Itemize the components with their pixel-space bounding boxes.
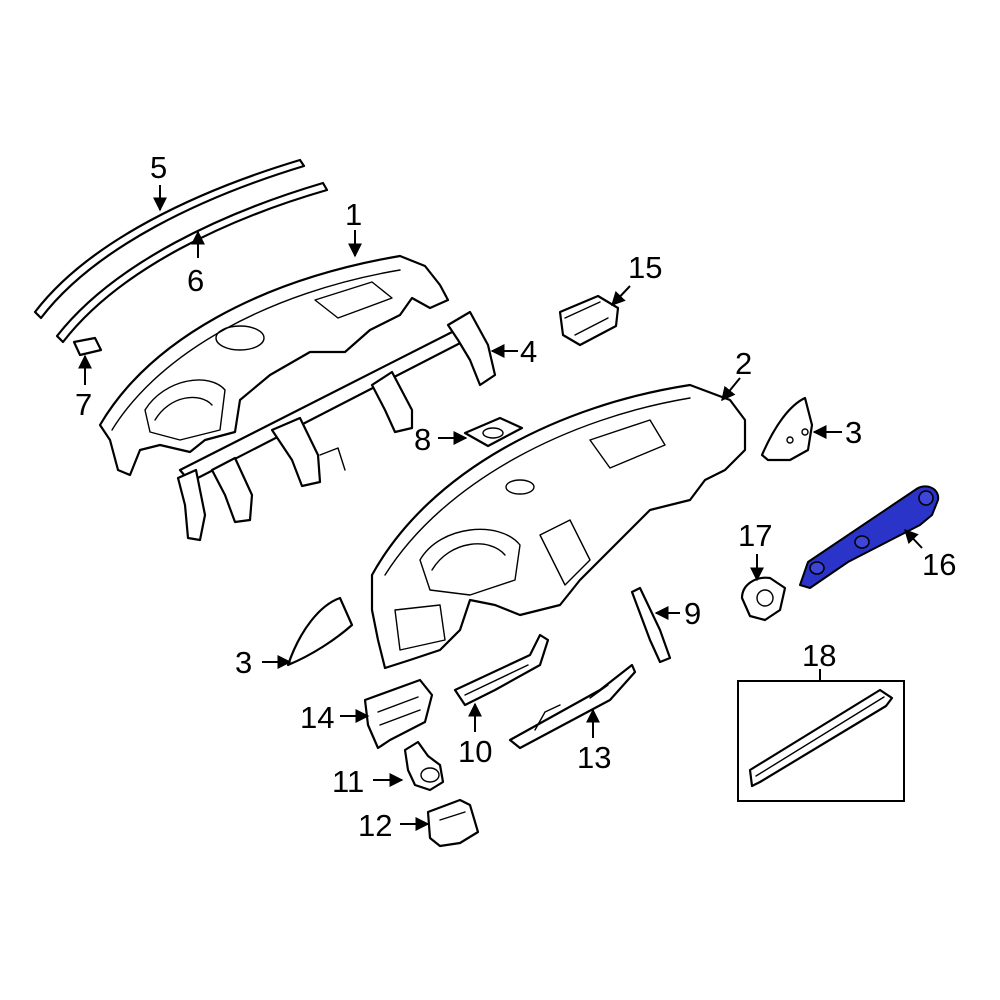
part-13-knee-trim[interactable] <box>508 663 637 750</box>
part-10-lower-trim[interactable] <box>453 633 550 707</box>
part-17-switch-cover[interactable] <box>740 576 787 622</box>
callout-9: 9 <box>684 596 701 631</box>
part-5-trim-strip[interactable] <box>33 158 306 320</box>
callout-12: 12 <box>358 808 392 843</box>
part-7-clip[interactable] <box>72 336 103 357</box>
callout-13: 13 <box>577 740 611 775</box>
part-2-instrument-panel[interactable] <box>370 383 747 670</box>
callout-6: 6 <box>187 263 204 298</box>
callout-5: 5 <box>150 150 167 185</box>
callout-8: 8 <box>414 422 431 457</box>
part-9-trim[interactable] <box>630 586 672 664</box>
callout-1: 1 <box>345 197 362 232</box>
callout-4: 4 <box>520 334 537 369</box>
callout-3-right: 3 <box>845 415 862 450</box>
part-6-trim-strip[interactable] <box>55 181 329 344</box>
part-3-end-cap-right[interactable] <box>760 396 814 462</box>
callout-3-left: 3 <box>235 645 252 680</box>
callout-17: 17 <box>738 518 772 553</box>
callout-14: 14 <box>300 700 334 735</box>
part-15-switch[interactable] <box>558 294 620 347</box>
part-16-bracket[interactable] <box>799 485 940 589</box>
leader-lines <box>78 185 923 831</box>
part-18-inset[interactable] <box>737 680 905 802</box>
callout-15: 15 <box>628 250 662 285</box>
bracket-hole-1 <box>809 561 825 575</box>
part-1-upper-dash-panel[interactable] <box>98 254 450 477</box>
callout-7: 7 <box>75 387 92 422</box>
bracket-hole-2 <box>854 535 870 549</box>
callout-16: 16 <box>922 547 956 582</box>
part-3-end-cap-left[interactable] <box>286 596 354 667</box>
part-14-vent-housing[interactable] <box>363 678 434 750</box>
callout-11: 11 <box>332 764 364 799</box>
bracket-hole-3 <box>918 490 934 506</box>
callout-labels: 5 6 1 7 4 15 8 2 3 3 9 17 16 18 14 10 13… <box>75 150 956 843</box>
callout-10: 10 <box>458 734 492 769</box>
part-8-plate[interactable] <box>463 416 524 448</box>
part-4-cross-beam[interactable] <box>176 310 497 542</box>
part-12-bracket[interactable] <box>426 798 480 848</box>
callout-2: 2 <box>735 346 752 381</box>
callout-18: 18 <box>802 638 836 673</box>
part-11-switch[interactable] <box>403 740 445 792</box>
